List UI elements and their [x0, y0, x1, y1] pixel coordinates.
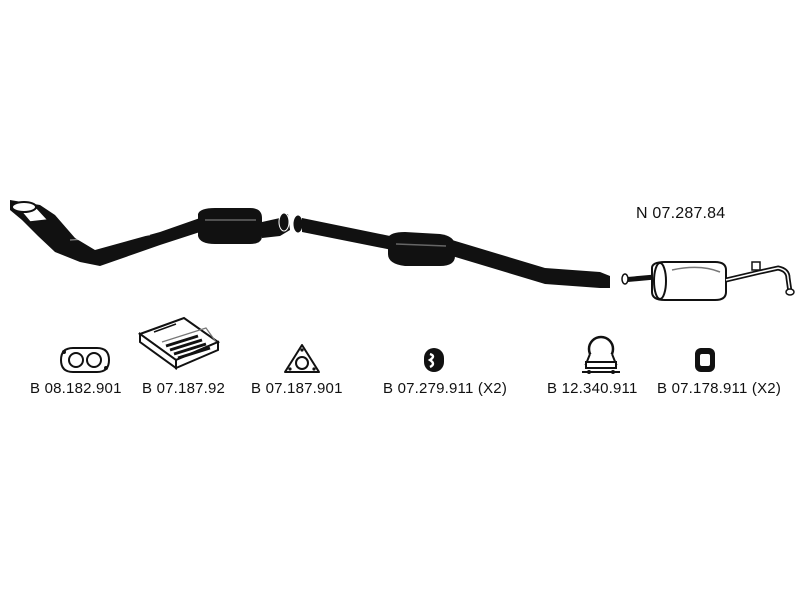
catalytic-converter: [198, 208, 290, 244]
centre-silencer: [388, 232, 455, 266]
part-code: B 07.187.901: [251, 380, 343, 397]
part-code: B 12.340.911: [547, 380, 638, 397]
part-code: B 07.187.92: [142, 380, 226, 397]
part-code: B 07.178.911 (X2): [657, 380, 782, 397]
pipe-clamp-icon: [582, 335, 620, 374]
rear-silencer: [621, 261, 795, 301]
rubber-mount-icon: [695, 348, 715, 372]
exhaust-system-drawing: [10, 200, 795, 301]
rubber-hanger-icon: [424, 348, 444, 372]
main-part-code: N 07.287.84: [636, 205, 726, 222]
flange-gasket-icon: [59, 347, 111, 373]
intermediate-pipe: [292, 214, 392, 250]
triangular-gasket-icon: [284, 344, 320, 373]
rear-pipe: [452, 240, 610, 288]
part-code: B 08.182.901: [30, 380, 122, 397]
mounting-kit-box-icon: [137, 316, 221, 370]
part-code: B 07.279.911 (X2): [383, 380, 508, 397]
front-manifold-pipe: [10, 200, 210, 266]
